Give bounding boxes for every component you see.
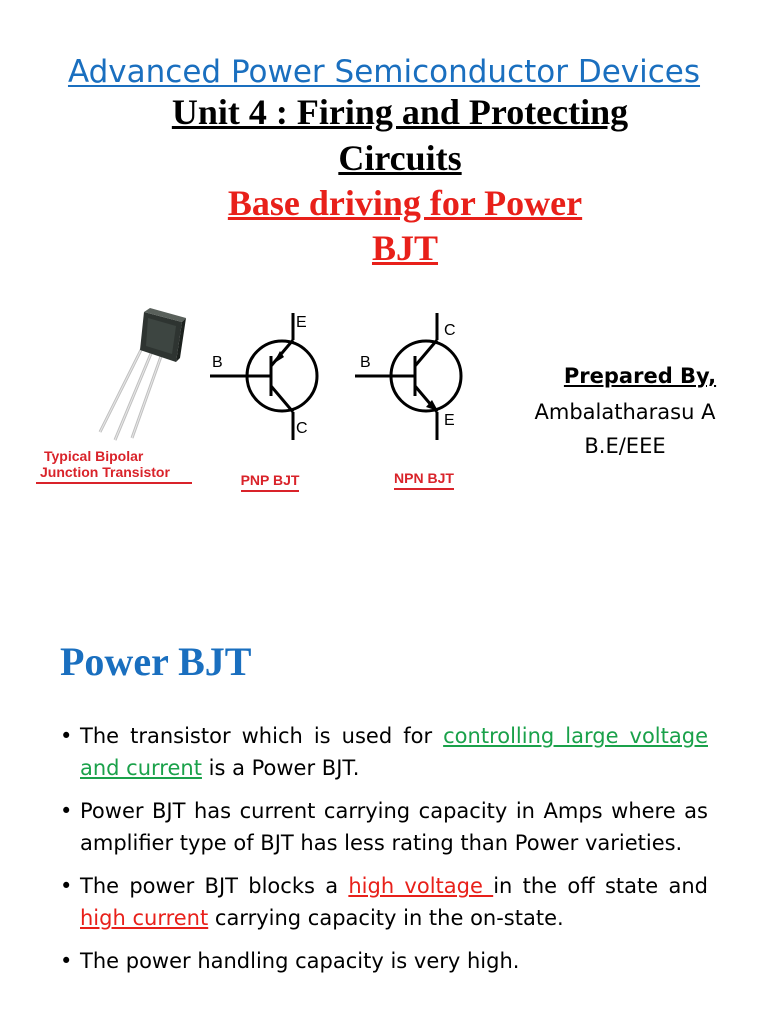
npn-top-label: C [444,322,456,339]
unit-title-line-2: Circuits [338,138,462,178]
bullet-item: • The power handling capacity is very hi… [60,945,708,977]
pnp-caption-text: PNP BJT [240,472,300,492]
pnp-caption: PNP BJT [232,472,308,492]
bullet-list: • The transistor which is used for contr… [60,720,708,988]
transistor-caption-line-2: Junction Transistor [36,464,192,484]
bullet-text: in the off state and [493,874,708,898]
prepared-by-label: Prepared By, [563,364,717,388]
bullet-text: The power handling capacity is very high… [80,949,520,973]
course-title[interactable]: Advanced Power Semiconductor Devices [67,54,701,90]
bullet-highlight-red[interactable]: high current [80,906,209,930]
bullet-text: carrying capacity in the on-state. [208,906,564,930]
bullet-text: Power BJT has current carrying capacity … [80,799,708,855]
bullet-text: The transistor which is used for [80,724,444,748]
npn-symbol [350,308,470,448]
bullet-highlight-green[interactable]: controlling large voltage and current [80,724,708,780]
npn-base-label: B [360,354,371,371]
bullet-dot-icon: • [60,799,73,823]
bullet-text: is a Power BJT. [201,756,360,780]
author-name: Ambalatharasu A [534,400,716,424]
bullet-dot-icon: • [60,874,73,898]
pnp-symbol [205,308,325,448]
topic-title-line-1: Base driving for Power [227,183,583,223]
section-heading: Power BJT [60,639,252,684]
pnp-top-label: E [296,314,307,331]
npn-bottom-label: E [444,412,455,429]
bullet-item: • The power BJT blocks a high voltage in… [60,870,708,934]
bullet-text: The power BJT blocks a [80,874,349,898]
transistor-caption-line-1: Typical Bipolar [44,448,144,464]
unit-title-line-1: Unit 4 : Firing and Protecting [171,92,629,132]
bullet-dot-icon: • [60,724,73,748]
transistor-caption: Typical Bipolar Junction Transistor [36,448,192,484]
author-degree: B.E/EEE [584,434,666,458]
topic-title-line-2: BJT [371,228,439,268]
bullet-dot-icon: • [60,949,73,973]
npn-caption: NPN BJT [386,470,462,490]
transistor-photo [60,300,210,450]
bullet-item: • Power BJT has current carrying capacit… [60,795,708,859]
bullet-highlight-red[interactable]: high voltage [348,874,494,898]
pnp-bottom-label: C [296,420,308,437]
npn-caption-text: NPN BJT [394,470,454,490]
bullet-item: • The transistor which is used for contr… [60,720,708,784]
pnp-base-label: B [212,354,223,371]
